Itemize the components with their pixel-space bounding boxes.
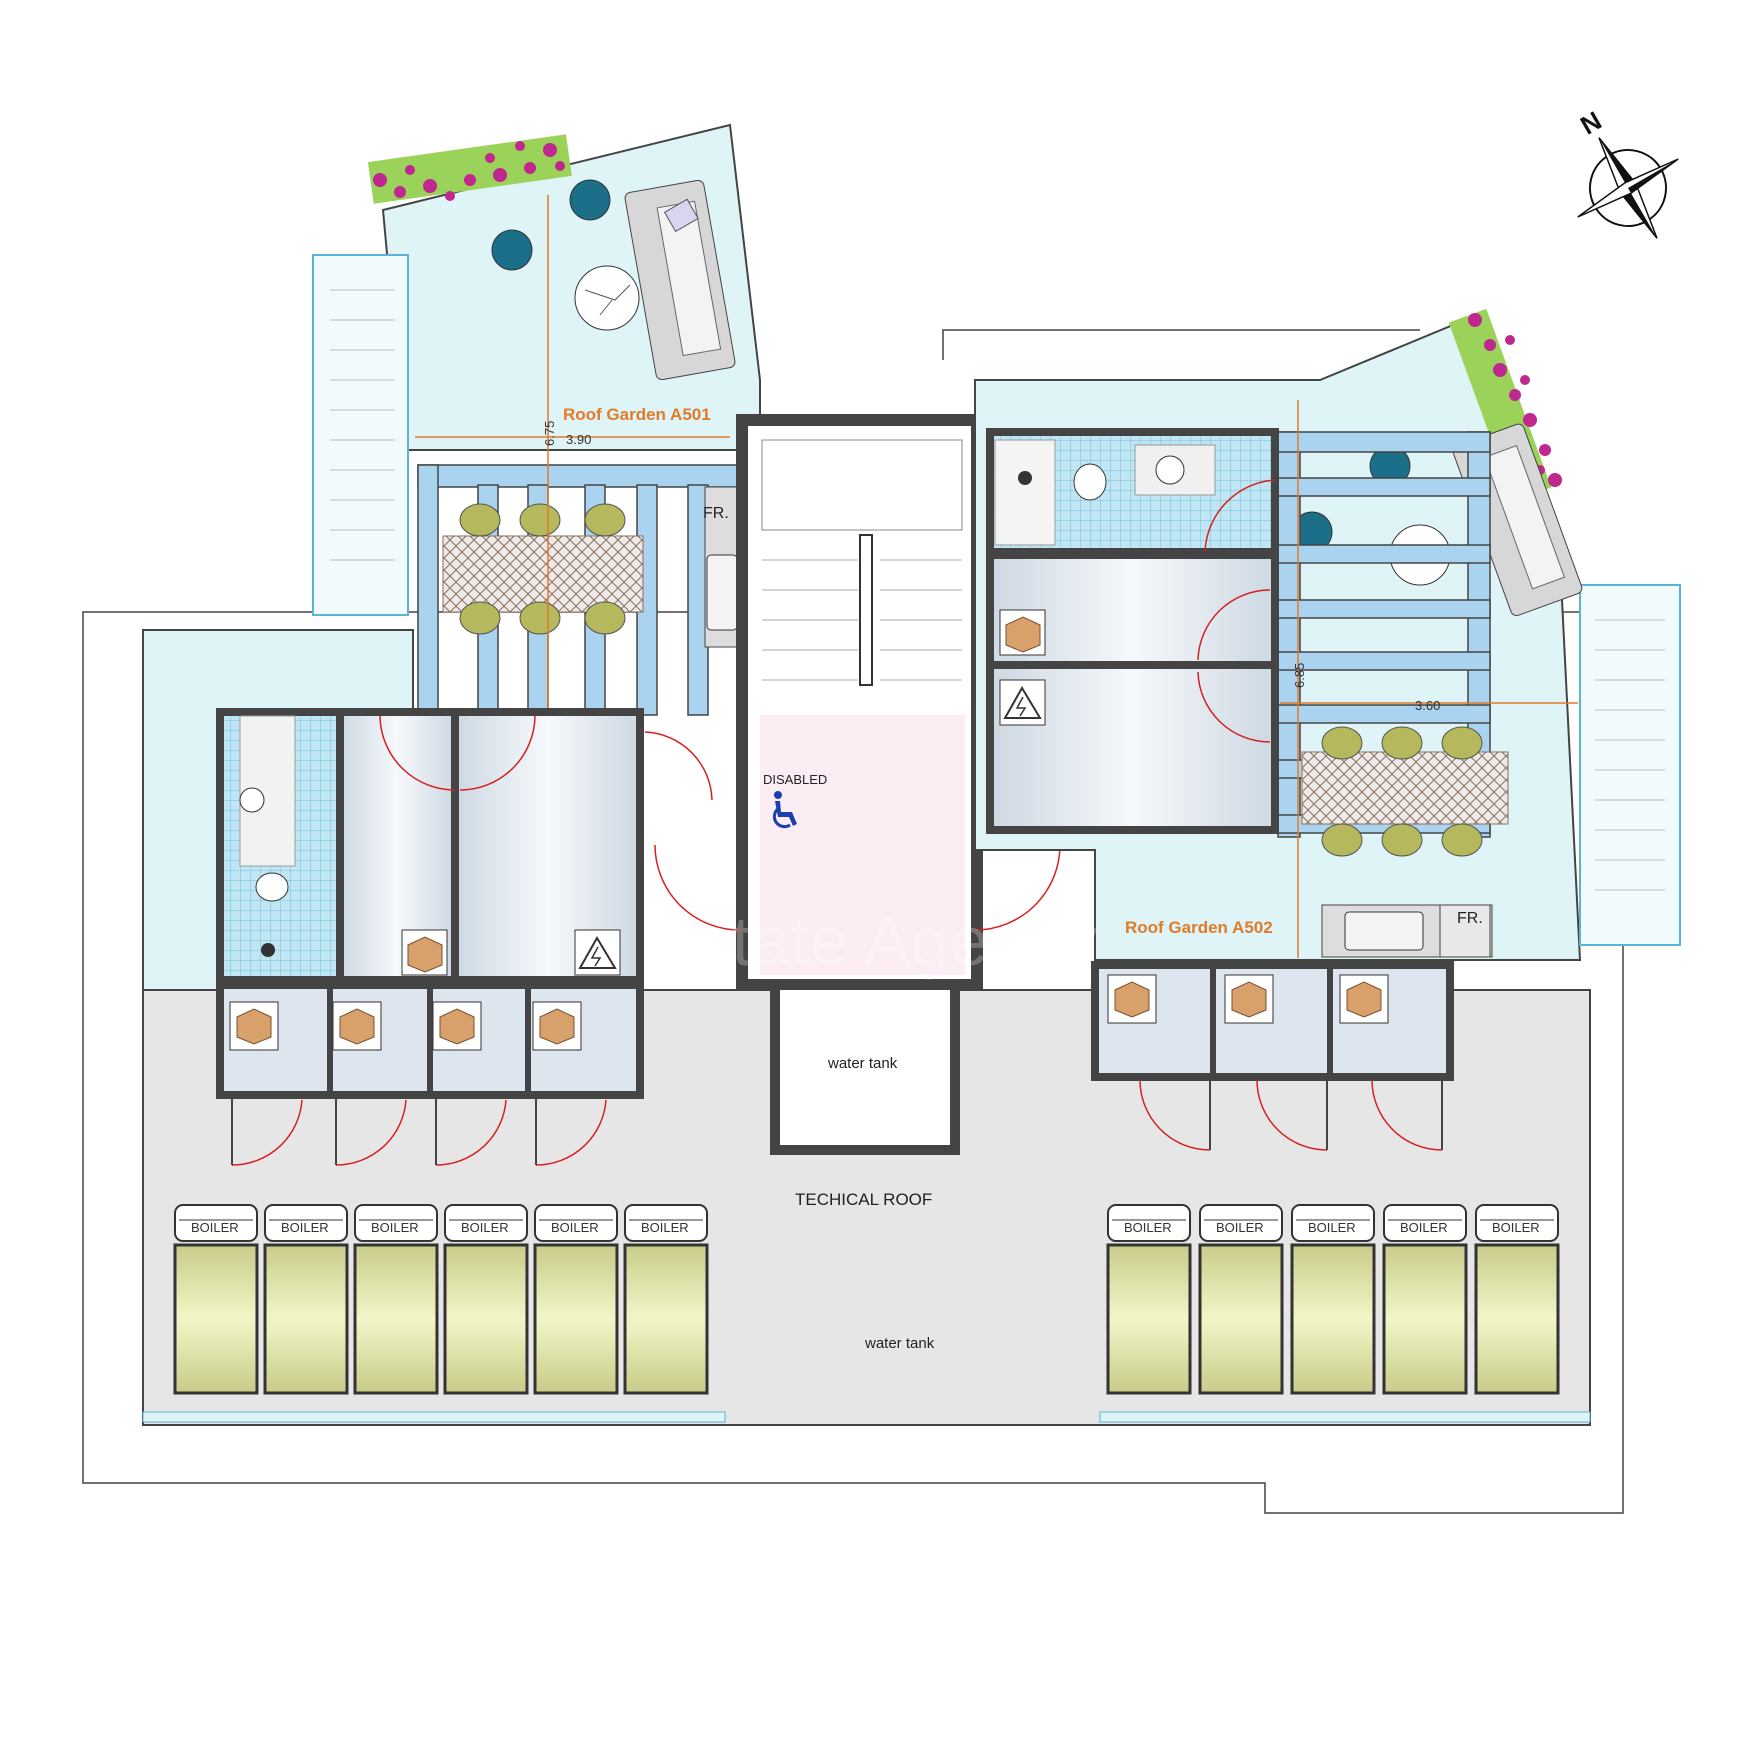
locker-door-swings-right [1139, 1079, 1443, 1151]
electrical-icon-storage-right-2 [999, 679, 1046, 726]
boiler-label: BOILER [1216, 1220, 1264, 1235]
disabled-label: DISABLED [763, 772, 827, 787]
boiler-label: BOILER [551, 1220, 599, 1235]
boiler-unit-left-4: BOILER [443, 1204, 529, 1395]
shower-drain-right [1018, 471, 1032, 485]
shower-right [994, 439, 1056, 546]
planter-a501 [367, 134, 572, 204]
boiler-unit-left-3: BOILER [353, 1204, 439, 1395]
boiler-unit-left-2: BOILER [263, 1204, 349, 1395]
external-stair-a502 [1579, 584, 1681, 946]
wheelchair-icon [772, 791, 797, 829]
solar-panel [173, 1243, 259, 1395]
locker-box-icons-right [1107, 974, 1389, 1024]
door-swing-bathroom-right [1204, 479, 1276, 553]
washbasin-left [239, 787, 265, 813]
boiler-label: BOILER [1124, 1220, 1172, 1235]
door-swing-storage-right-1 [1197, 589, 1271, 661]
watermark: Estate Agency [650, 902, 1098, 980]
stair-treads-core [762, 559, 962, 681]
boiler-unit-left-1: BOILER [173, 1204, 259, 1395]
boiler-label: BOILER [641, 1220, 689, 1235]
locker-door-leaves-right [1209, 1080, 1443, 1150]
solar-panel [623, 1243, 709, 1395]
roof-parapet-right [1099, 1411, 1591, 1423]
water-tank-center-label: water tank [827, 1055, 898, 1072]
electrical-icon-storage-left-2 [574, 929, 621, 976]
toilet-left [255, 872, 289, 902]
technical-roof-label: TECHICAL ROOF [795, 1190, 932, 1209]
boiler-unit-left-5: BOILER [533, 1204, 619, 1395]
boiler-unit-right-5: BOILER [1474, 1204, 1560, 1395]
door-swing-storage-right-2 [1197, 671, 1271, 743]
box-icon-storage-right-1 [999, 609, 1046, 656]
external-stair-a501 [312, 254, 409, 616]
dim-a501-width: 3.90 [566, 432, 591, 447]
roof-garden-a501-label: Roof Garden A501 [563, 405, 711, 424]
toilet-right [1073, 463, 1107, 501]
sink-a501 [706, 554, 738, 631]
dim-a502-width: 3.60 [1415, 698, 1440, 713]
fridge-label-a501: FR. [703, 505, 729, 522]
boiler-unit-right-1: BOILER [1106, 1204, 1192, 1395]
dim-a501-depth: 6.75 [542, 421, 557, 446]
locker-dividers-right [1210, 965, 1333, 1077]
solar-panel [1106, 1243, 1192, 1395]
boiler-label: BOILER [461, 1220, 509, 1235]
stair-treads-a502 [1595, 619, 1665, 891]
roof-parapet-left [142, 1411, 726, 1423]
roof-garden-a502-label: Roof Garden A502 [1125, 918, 1273, 937]
boiler-label: BOILER [1308, 1220, 1356, 1235]
dining-set-a502 [1301, 726, 1509, 857]
solar-panel [1382, 1243, 1468, 1395]
lift-area [760, 715, 965, 975]
north-label: N [1575, 105, 1606, 140]
water-tank-bottom-label: water tank [864, 1335, 935, 1352]
dim-a502-depth: 6.85 [1292, 663, 1307, 688]
locker-box-icons-left [229, 1001, 582, 1051]
boiler-label: BOILER [281, 1220, 329, 1235]
boiler-label: BOILER [191, 1220, 239, 1235]
fridge-label-a502: FR. [1457, 910, 1483, 927]
lift-door-swing-right [974, 844, 1061, 931]
solar-panel [533, 1243, 619, 1395]
stair-handrail [859, 534, 873, 686]
lift-door-swing-left [654, 844, 741, 931]
solar-panel [263, 1243, 349, 1395]
shower-drain-left [261, 943, 275, 957]
solar-panel [353, 1243, 439, 1395]
box-icon-storage-left-1 [401, 929, 448, 976]
boiler-label: BOILER [1400, 1220, 1448, 1235]
boilers-left: BOILER BOILER BOILER BOILER BOILER BOILER [173, 1204, 709, 1395]
boiler-label: BOILER [1492, 1220, 1540, 1235]
north-compass: N [1575, 105, 1679, 239]
lounge-furniture-a501 [491, 179, 736, 381]
stair-treads-a501 [330, 289, 395, 561]
door-swing-left-3 [644, 731, 713, 801]
solar-panel [1290, 1243, 1376, 1395]
boiler-unit-right-4: BOILER [1382, 1204, 1468, 1395]
dining-set-a501 [442, 503, 644, 635]
solar-panel [1198, 1243, 1284, 1395]
locker-dividers-left [327, 985, 531, 1095]
stair-landing-top [761, 439, 963, 531]
sink-a502 [1344, 911, 1424, 951]
solar-panel [443, 1243, 529, 1395]
washbasin-right [1155, 455, 1185, 485]
locker-door-leaves-left [231, 1098, 537, 1165]
door-swing-left-2 [459, 715, 536, 791]
boiler-unit-left-6: BOILER [623, 1204, 709, 1395]
upper-plot-line [942, 329, 1420, 360]
locker-door-swings-left [231, 1099, 607, 1166]
boilers-right: BOILER BOILER BOILER BOILER BOILER [1106, 1204, 1560, 1395]
water-tank-room [770, 980, 960, 1155]
boiler-unit-right-2: BOILER [1198, 1204, 1284, 1395]
door-swing-left-1 [379, 715, 456, 791]
boiler-unit-right-3: BOILER [1290, 1204, 1376, 1395]
boiler-label: BOILER [371, 1220, 419, 1235]
solar-panel [1474, 1243, 1560, 1395]
fridge-a502 [1439, 904, 1491, 958]
